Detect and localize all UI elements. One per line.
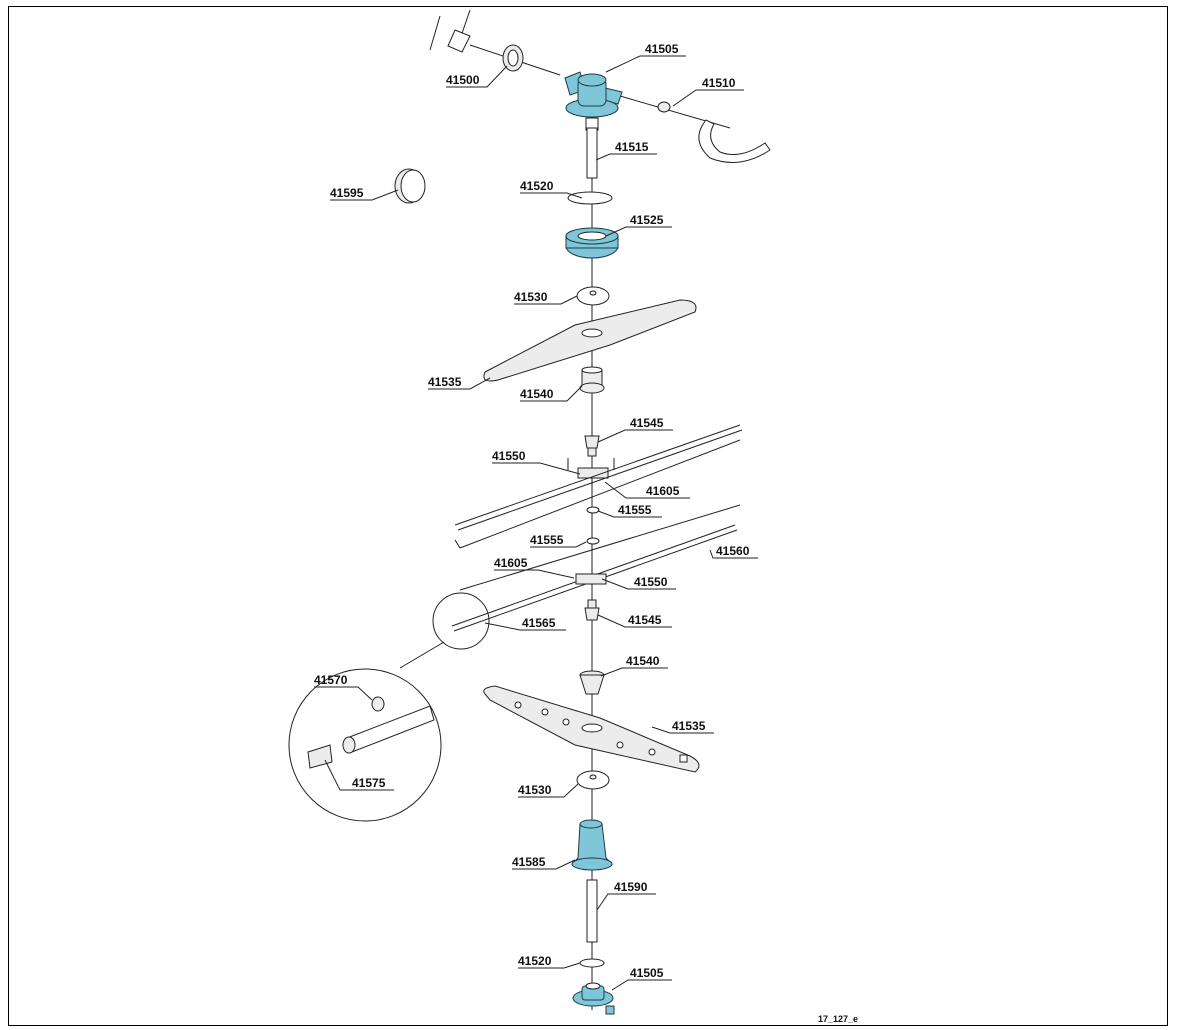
part-41540-top-nut [579, 366, 605, 394]
label-41550-bottom: 41550 [634, 575, 668, 589]
part-41505-top-hub [564, 71, 623, 131]
inlet-pipe [429, 9, 771, 163]
label-41530-top: 41530 [514, 290, 548, 304]
detail-circle-large [288, 668, 442, 822]
label-41505-top: 41505 [645, 42, 679, 56]
label-41520-bottom: 41520 [518, 954, 552, 968]
label-41505-bottom: 41505 [630, 966, 664, 980]
part-41525-bearing [565, 227, 619, 259]
part-41550-bottom-hub [575, 573, 607, 585]
part-41500-clamp [502, 44, 524, 72]
label-41545-top: 41545 [630, 416, 664, 430]
part-41545-top-screw [584, 435, 600, 457]
part-41540-bottom-nut [579, 670, 605, 695]
part-41520-bottom-oring [579, 958, 605, 968]
label-41575: 41575 [352, 776, 386, 790]
label-41500: 41500 [446, 73, 480, 87]
label-41510: 41510 [702, 76, 736, 90]
part-41505-bottom-hub [572, 982, 615, 1015]
part-41585-support [570, 819, 614, 871]
label-41605-bottom: 41605 [494, 556, 528, 570]
label-41570: 41570 [314, 673, 348, 687]
label-41520-top: 41520 [520, 179, 554, 193]
part-41530-bottom-washer [576, 770, 610, 790]
drawing-code: 17_127_e [818, 1014, 858, 1024]
part-41520-top-oring [567, 191, 613, 205]
part-41595-cap [394, 168, 426, 204]
part-41535-bottom-spray-arm [483, 685, 700, 773]
part-41545-bottom-screw [584, 599, 600, 621]
part-41550-top-hub [567, 458, 615, 479]
label-41595: 41595 [330, 186, 364, 200]
detail-circle-small [399, 592, 490, 669]
label-41585: 41585 [512, 855, 546, 869]
part-41555-bottom-disk [586, 537, 600, 545]
part-41590-bottom-shaft [586, 879, 598, 943]
label-41530-bottom: 41530 [518, 783, 552, 797]
label-41515: 41515 [615, 140, 649, 154]
label-41555-top: 41555 [618, 503, 652, 517]
part-41515-shaft [586, 127, 598, 179]
label-41525: 41525 [630, 213, 664, 227]
part-41510-ring [657, 101, 671, 113]
label-41565: 41565 [522, 616, 556, 630]
part-labels: 41500 41505 41510 41515 41595 41520 4152… [314, 42, 858, 1024]
label-41560: 41560 [716, 544, 750, 558]
label-41540-top: 41540 [520, 387, 554, 401]
leader-lines [314, 55, 758, 991]
label-41535-top: 41535 [428, 375, 462, 389]
label-41555-bottom: 41555 [530, 533, 564, 547]
label-41605-top: 41605 [646, 484, 680, 498]
diagram-frame [8, 6, 1168, 1026]
label-41545-bottom: 41545 [628, 613, 662, 627]
label-41590: 41590 [614, 880, 648, 894]
part-41535-top-spray-arm [483, 299, 697, 382]
label-41535-bottom: 41535 [672, 719, 706, 733]
part-41605-top-tube [454, 424, 743, 549]
label-41550-top: 41550 [492, 449, 526, 463]
label-41540-bottom: 41540 [626, 654, 660, 668]
part-41555-top-disk [586, 506, 600, 514]
part-41530-top-washer [576, 286, 610, 306]
